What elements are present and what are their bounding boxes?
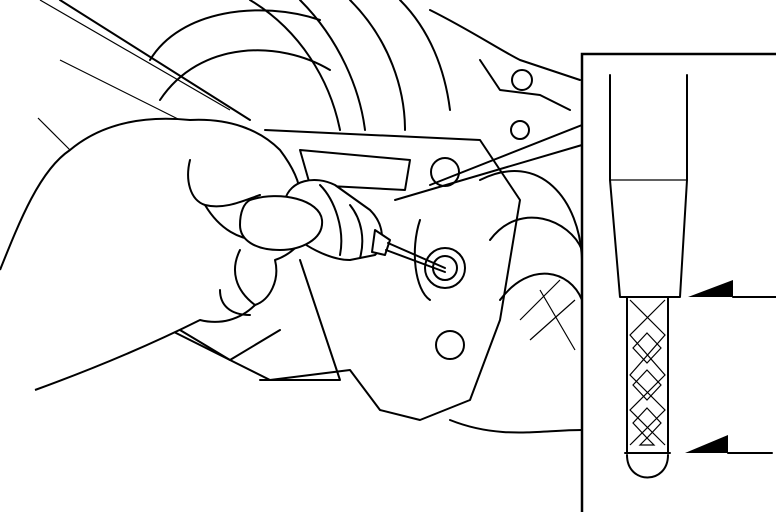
detail-inset [580,52,776,512]
probe-tip [624,297,671,479]
hand [0,117,311,391]
callout-leader [394,124,583,201]
upper-reference-marker [688,280,776,298]
insertion-tool [239,179,446,273]
lower-reference-marker [685,435,773,454]
engine-background [37,0,583,434]
